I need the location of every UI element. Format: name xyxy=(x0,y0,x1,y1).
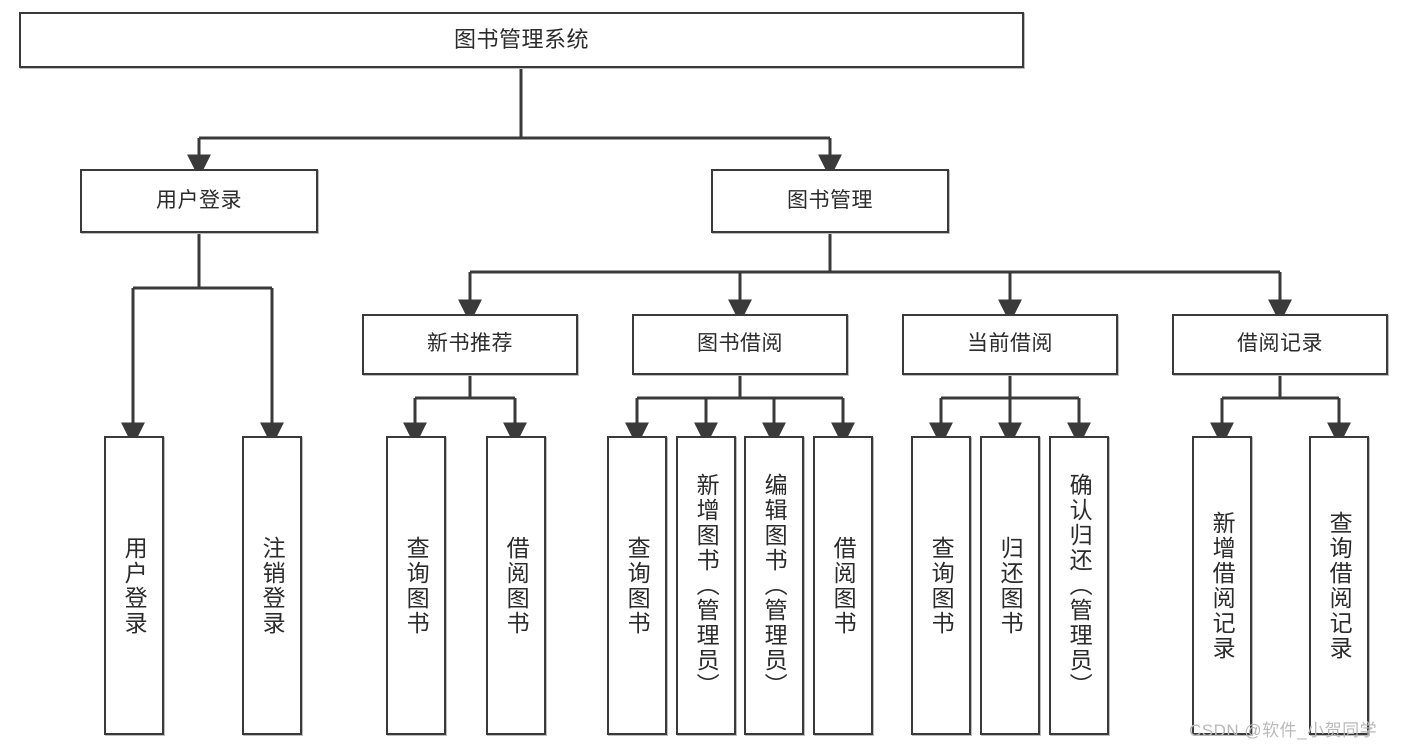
node-leaf-borrow-book-borrowing[interactable]: 借阅图书 xyxy=(813,436,873,735)
node-new-book-recommendation[interactable]: 新书推荐 xyxy=(362,314,578,375)
node-book-borrowing[interactable]: 图书借阅 xyxy=(632,314,848,375)
node-leaf-add-borrow-record[interactable]: 新增借阅记录 xyxy=(1192,436,1252,735)
node-leaf-logout[interactable]: 注销登录 xyxy=(242,436,302,735)
node-label: 查询借阅记录 xyxy=(1326,510,1353,661)
csdn-watermark: CSDN @软件_小贺同学 xyxy=(1189,721,1378,740)
node-user-login[interactable]: 用户登录 xyxy=(80,169,318,233)
node-label: 借阅图书 xyxy=(830,535,857,636)
node-label: 用户登录 xyxy=(121,535,148,636)
node-label: 图书借阅 xyxy=(697,332,783,356)
node-label: 借阅记录 xyxy=(1237,332,1323,356)
node-label: 查询图书 xyxy=(624,535,651,636)
node-label: 确认归还（管理员） xyxy=(1066,473,1093,698)
node-label: 用户登录 xyxy=(156,188,242,212)
node-label: 新增借阅记录 xyxy=(1209,510,1236,661)
node-label: 归还图书 xyxy=(997,535,1024,636)
node-label: 新书推荐 xyxy=(427,332,513,356)
node-leaf-borrow-book-recommendation[interactable]: 借阅图书 xyxy=(486,436,546,735)
node-leaf-return-book[interactable]: 归还图书 xyxy=(980,436,1040,735)
node-label: 新增图书（管理员） xyxy=(693,473,720,698)
node-label: 图书管理 xyxy=(787,188,873,212)
node-label: 借阅图书 xyxy=(503,535,530,636)
node-leaf-query-book-borrowing[interactable]: 查询图书 xyxy=(607,436,667,735)
node-borrowing-record[interactable]: 借阅记录 xyxy=(1172,314,1388,375)
node-root-book-management-system[interactable]: 图书管理系统 xyxy=(19,12,1024,68)
node-label: 查询图书 xyxy=(928,535,955,636)
node-label: 注销登录 xyxy=(259,535,286,636)
node-current-borrowing[interactable]: 当前借阅 xyxy=(902,314,1118,375)
node-label: 编辑图书（管理员） xyxy=(761,473,788,698)
node-leaf-confirm-return-admin[interactable]: 确认归还（管理员） xyxy=(1049,436,1109,735)
node-leaf-add-book-admin[interactable]: 新增图书（管理员） xyxy=(676,436,736,735)
node-label: 当前借阅 xyxy=(967,332,1053,356)
node-leaf-query-book-current[interactable]: 查询图书 xyxy=(911,436,971,735)
node-label: 查询图书 xyxy=(403,535,430,636)
node-leaf-user-login[interactable]: 用户登录 xyxy=(104,436,164,735)
node-book-management[interactable]: 图书管理 xyxy=(711,169,949,233)
node-leaf-query-book-recommendation[interactable]: 查询图书 xyxy=(386,436,446,735)
node-label: 图书管理系统 xyxy=(453,27,589,53)
node-leaf-query-borrow-record[interactable]: 查询借阅记录 xyxy=(1309,436,1369,735)
node-leaf-edit-book-admin[interactable]: 编辑图书（管理员） xyxy=(744,436,804,735)
